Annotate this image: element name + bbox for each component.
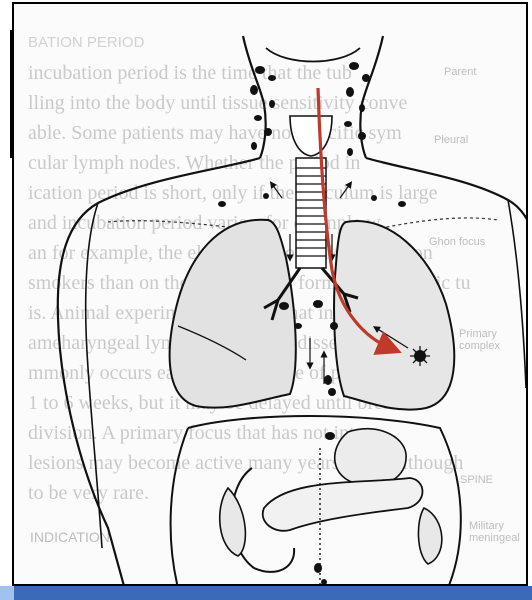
ghon-focus <box>410 346 430 366</box>
neck-outline <box>243 36 266 158</box>
neck-outline-right <box>360 36 383 158</box>
larynx <box>290 116 332 156</box>
kidney-left <box>220 488 246 556</box>
stomach <box>335 429 406 486</box>
left-edge-strip <box>0 30 12 158</box>
kidney-right <box>418 508 441 564</box>
arm-right <box>508 200 526 388</box>
pancreas <box>263 478 423 531</box>
abdomen-outline-left <box>171 428 188 586</box>
scanned-page: BATION PERIOD incubation period is the t… <box>12 2 528 586</box>
bottom-bar <box>0 586 532 600</box>
left-lung <box>170 220 296 408</box>
anatomy-illustration <box>28 8 528 586</box>
chin-outline <box>266 48 360 62</box>
